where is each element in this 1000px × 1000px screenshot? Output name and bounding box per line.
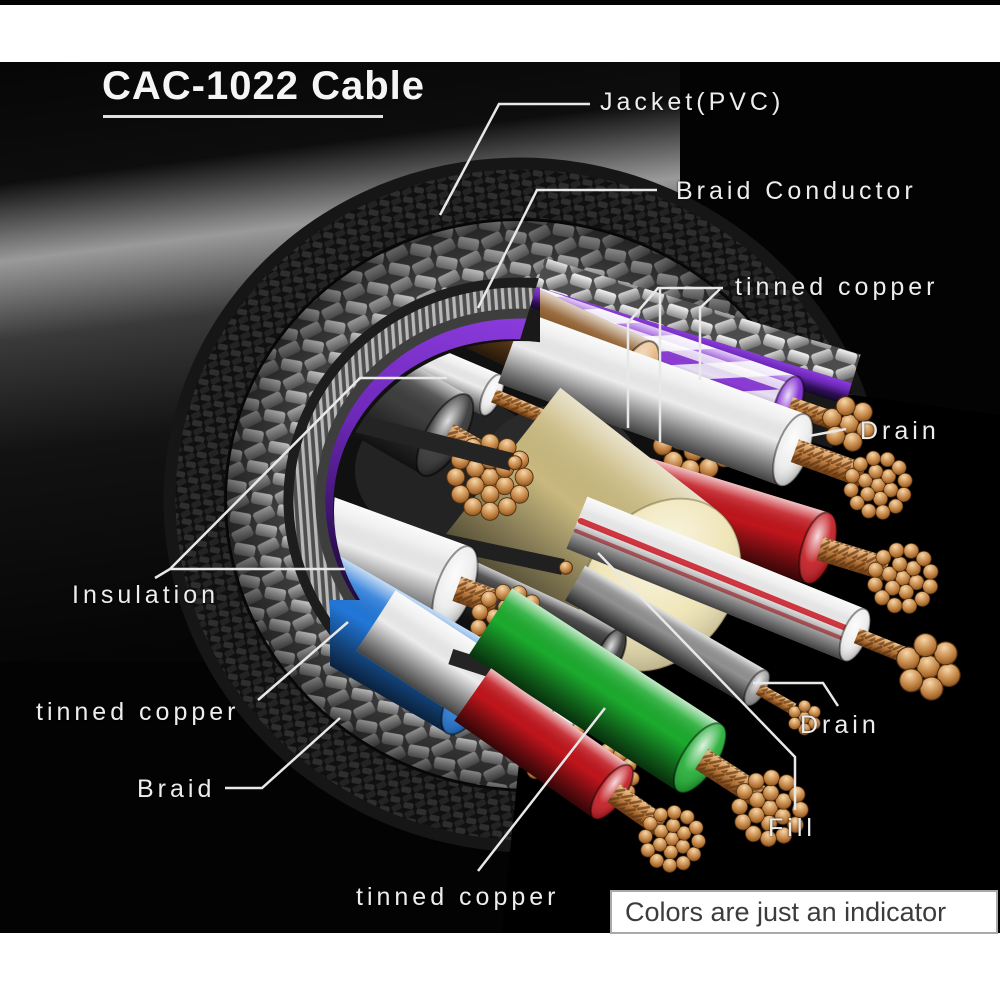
leader-tinned-copper-left xyxy=(257,621,349,701)
color-disclaimer-text: Colors are just an indicator xyxy=(625,896,947,927)
wire-red-bottom xyxy=(454,668,720,885)
wire-green xyxy=(468,588,826,861)
leader-drain-right xyxy=(808,427,847,438)
leader-jacket xyxy=(438,102,590,216)
title-underline xyxy=(103,115,383,118)
wire-bundle xyxy=(330,250,972,885)
callout-fill: Fill xyxy=(768,814,816,842)
wire-drain-gray xyxy=(565,565,828,741)
leader-braid-conductor xyxy=(476,188,657,309)
wire-drain-white-right xyxy=(498,311,925,530)
leader-lines xyxy=(154,102,847,872)
leader-drain-lower xyxy=(753,681,840,707)
bottom-white-bar xyxy=(0,933,1000,1000)
leader-tinned-copper-top-c xyxy=(698,288,721,380)
callout-jacket: Jacket(PVC) xyxy=(600,88,785,116)
callout-insulation: Insulation xyxy=(72,581,220,609)
leader-tinned-copper-bottom xyxy=(477,707,606,872)
thin-signal-wire xyxy=(344,412,523,471)
leader-braid xyxy=(225,717,341,790)
leader-fill xyxy=(597,552,797,810)
wire-white-bottom-a xyxy=(330,450,564,672)
callout-drain-lower: Drain xyxy=(800,711,880,739)
callout-tinned-copper-bottom: tinned copper xyxy=(356,883,560,911)
leader-insulation-b xyxy=(169,376,447,570)
callout-tinned-copper-left: tinned copper xyxy=(36,698,240,726)
callout-braid: Braid xyxy=(137,775,216,803)
leader-tinned-copper-top-a xyxy=(626,286,723,428)
wire-white-red-stripe xyxy=(566,496,972,709)
callout-tinned-copper-top: tinned copper xyxy=(735,273,939,301)
color-disclaimer-box: Colors are just an indicator xyxy=(610,890,998,934)
top-white-bar xyxy=(0,5,1000,62)
callout-braid-conductor: Braid Conductor xyxy=(676,177,917,205)
page-title: CAC-1022 Cable xyxy=(102,64,426,108)
callout-drain-right: Drain xyxy=(860,417,940,445)
thin-signal-wire xyxy=(434,532,573,575)
